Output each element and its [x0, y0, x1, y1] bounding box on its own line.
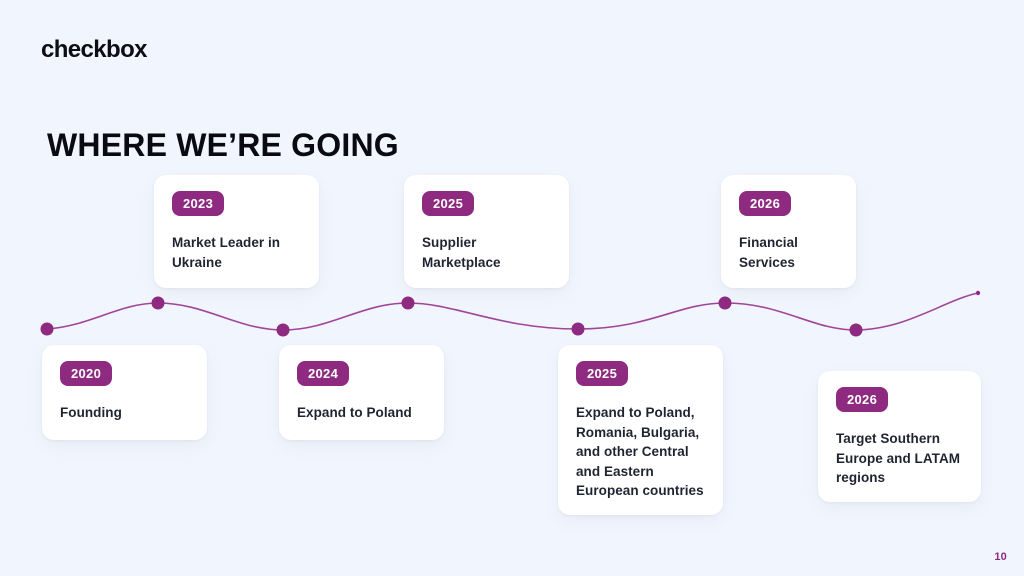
milestone-year-badge: 2026	[836, 387, 889, 412]
timeline-dot-2020	[40, 322, 54, 336]
milestone-card-2020[interactable]: 2020 Founding	[42, 345, 207, 440]
milestone-year-badge: 2026	[739, 191, 792, 216]
timeline-dot-2025-supplier	[401, 296, 415, 310]
milestone-year-badge: 2025	[576, 361, 629, 386]
milestone-card-2026-target[interactable]: 2026 Target Southern Europe and LATAM re…	[818, 371, 981, 502]
brand-logo: checkbox	[41, 36, 148, 63]
milestone-text: Expand to Poland, Romania, Bulgaria, and…	[576, 405, 704, 499]
milestone-text: Target Southern Europe and LATAM regions	[836, 431, 961, 486]
milestone-text: Supplier Marketplace	[422, 235, 501, 270]
milestone-text: Market Leader in Ukraine	[172, 235, 281, 270]
timeline-dot-2026-financial	[718, 296, 732, 310]
page-number: 10	[994, 551, 1007, 563]
milestone-card-2023[interactable]: 2023 Market Leader in Ukraine	[154, 175, 319, 288]
timeline-dot-2025-expand	[571, 322, 585, 336]
milestone-text: Financial Services	[739, 235, 798, 270]
milestone-card-2025-expand[interactable]: 2025 Expand to Poland, Romania, Bulgaria…	[558, 345, 723, 515]
page-title: WHERE WE’RE GOING	[47, 127, 399, 164]
milestone-year-badge: 2020	[60, 361, 113, 386]
milestone-card-2025-supplier[interactable]: 2025 Supplier Marketplace	[404, 175, 569, 288]
milestone-year-badge: 2023	[172, 191, 225, 216]
timeline-dot-2024	[276, 323, 290, 337]
timeline-dot-2023	[151, 296, 165, 310]
milestone-year-badge: 2024	[297, 361, 350, 386]
milestone-card-2024[interactable]: 2024 Expand to Poland	[279, 345, 444, 440]
milestone-text: Founding	[60, 405, 122, 420]
timeline-endpoint-dot	[975, 290, 981, 296]
milestone-text: Expand to Poland	[297, 405, 412, 420]
milestone-year-badge: 2025	[422, 191, 475, 216]
timeline-dot-2026-target	[849, 323, 863, 337]
timeline-path	[46, 292, 979, 331]
milestone-card-2026-financial[interactable]: 2026 Financial Services	[721, 175, 856, 288]
